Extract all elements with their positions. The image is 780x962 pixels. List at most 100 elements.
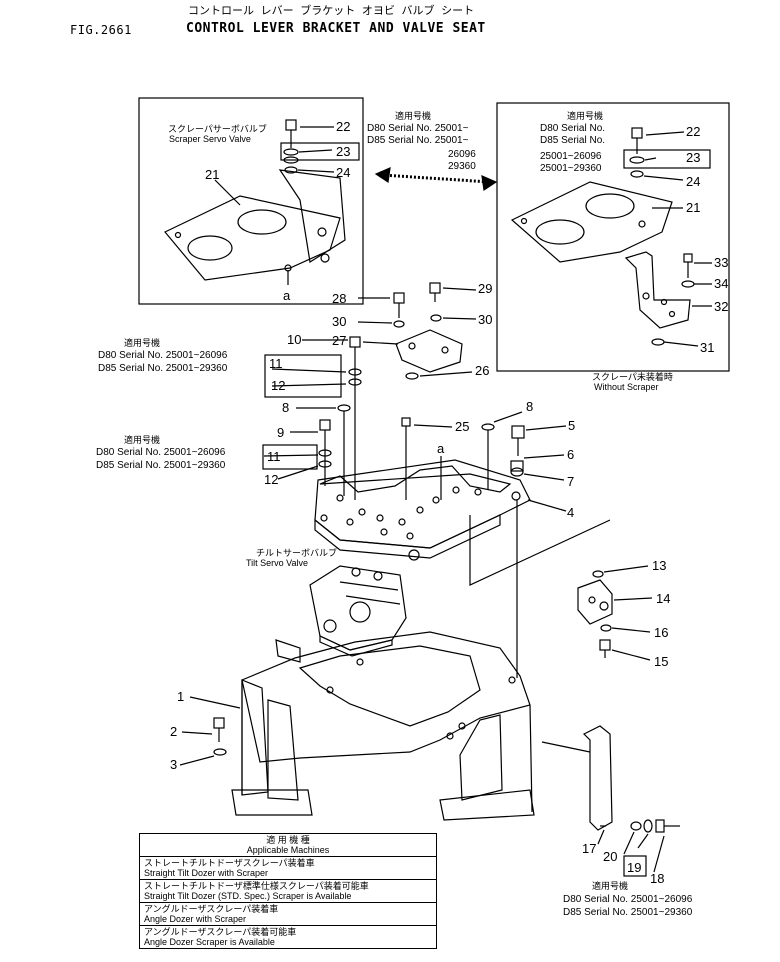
right-inset-caption-jp: スクレーパ未装着時 — [592, 372, 673, 382]
legend-row-en: Straight Tilt Dozer (STD. Spec.) Scraper… — [144, 891, 352, 901]
callout-19: 19 — [627, 860, 642, 875]
seat-plate-27 — [393, 282, 463, 380]
callout-29: 29 — [478, 281, 493, 296]
right-bracket-21 — [510, 181, 673, 263]
serial-block-3-d85: D85 Serial No. 25001~29360 — [563, 907, 693, 918]
left-inset-caption-jp: スクレーパサーボバルブ — [168, 124, 267, 134]
callout-17: 17 — [582, 841, 597, 856]
tilt-servo-valve — [309, 565, 407, 657]
callout-27: 27 — [332, 333, 347, 348]
right-serial-range-1: 25001~26096 — [540, 151, 602, 162]
callout-30-left: 30 — [332, 314, 347, 329]
callout-25: 25 — [455, 419, 470, 434]
valve-seat-plate-4 — [314, 459, 531, 561]
callout-3: 3 — [170, 757, 178, 772]
left-inset-caption-en: Scraper Servo Valve — [169, 134, 251, 144]
serial-block-1-jp: 適用号機 — [124, 338, 161, 348]
bracket-14 — [577, 570, 613, 658]
callout-24-right: 24 — [686, 174, 701, 189]
callout-23-right: 23 — [686, 150, 701, 165]
legend-row: ストレートチルトドーザスクレーパ装着車 Straight Tilt Dozer … — [140, 856, 436, 879]
center-serial-d80: D80 Serial No. 25001~ — [367, 123, 469, 134]
callout-22-left: 22 — [336, 119, 351, 134]
serial-block-2-jp: 適用号機 — [124, 435, 161, 445]
fastener-stacks — [318, 336, 525, 500]
legend-row-en: Angle Dozer with Scraper — [144, 914, 247, 924]
callout-8-right: 8 — [526, 399, 534, 414]
callout-33: 33 — [714, 255, 729, 270]
callout-31: 31 — [700, 340, 715, 355]
right-inset-frame — [496, 102, 730, 372]
legend-row-jp: アングルドーザスクレーパ装着車 — [144, 904, 279, 914]
callout-30-right: 30 — [478, 312, 493, 327]
callout-a-main: a — [437, 441, 445, 456]
left-bolt-stack — [283, 119, 299, 174]
legend-header-jp: 適 用 機 種 — [266, 835, 310, 845]
serial-block-1-d85: D85 Serial No. 25001~29360 — [98, 363, 228, 374]
callout-7: 7 — [567, 474, 575, 489]
callout-21-left: 21 — [205, 167, 220, 182]
center-serial-range-1: 26096 — [448, 149, 476, 160]
title-english: CONTROL LEVER BRACKET AND VALVE SEAT — [186, 21, 486, 36]
callout-13: 13 — [652, 558, 667, 573]
title-japanese: コントロール レバー ブラケット オヨビ バルブ シート — [188, 4, 475, 17]
legend-row-jp: アングルドーザスクレーパ装着可能車 — [144, 927, 297, 937]
callout-11-upper: 11 — [269, 356, 283, 371]
callout-28: 28 — [332, 291, 347, 306]
callout-21-right: 21 — [686, 200, 701, 215]
callout-10: 10 — [287, 332, 302, 347]
callout-26: 26 — [475, 363, 490, 378]
right-serial-d80: D80 Serial No. — [540, 123, 606, 134]
callout-16: 16 — [654, 625, 669, 640]
legend-row: アングルドーザスクレーパ装着可能車 Angle Dozer Scraper is… — [140, 925, 436, 948]
callout-9: 9 — [277, 425, 285, 440]
center-serial-jp: 適用号機 — [395, 111, 432, 121]
right-bracket-32 — [624, 251, 695, 346]
control-lever-bracket-1 — [231, 631, 535, 821]
callout-18: 18 — [650, 871, 665, 886]
center-serial-range-2: 29360 — [448, 161, 476, 172]
right-bolt-stack — [629, 127, 645, 178]
legend-row-en: Angle Dozer Scraper is Available — [144, 937, 275, 947]
callout-24-left: 24 — [336, 165, 351, 180]
double-arrow — [374, 167, 498, 192]
bracket-17 — [582, 725, 680, 833]
tilt-valve-en: Tilt Servo Valve — [246, 558, 309, 568]
callout-12-upper: 12 — [271, 378, 286, 393]
callout-6: 6 — [567, 447, 575, 462]
callout-2: 2 — [170, 724, 178, 739]
callout-22-right: 22 — [686, 124, 701, 139]
callout-12-lower: 12 — [264, 472, 279, 487]
right-serial-range-2: 25001~29360 — [540, 163, 602, 174]
legend-row: ストレートチルトドーザ標準仕様スクレーパ装着可能車 Straight Tilt … — [140, 879, 436, 902]
left-bracket-21 — [164, 169, 346, 281]
callout-15: 15 — [654, 654, 669, 669]
right-inset-caption-en: Without Scraper — [594, 382, 659, 392]
callout-32: 32 — [714, 299, 729, 314]
right-serial-jp: 適用号機 — [567, 111, 604, 121]
serial-block-2-d85: D85 Serial No. 25001~29360 — [96, 460, 226, 471]
callout-11-lower: 11 — [267, 449, 281, 464]
callout-a-left: a — [283, 288, 291, 303]
center-serial-d85: D85 Serial No. 25001~ — [367, 135, 469, 146]
figure-number: FIG.2661 — [70, 23, 132, 37]
callout-34: 34 — [714, 276, 729, 291]
callout-20: 20 — [603, 849, 618, 864]
callout-5: 5 — [568, 418, 576, 433]
serial-block-2-d80: D80 Serial No. 25001~26096 — [96, 447, 226, 458]
callout-23-left: 23 — [336, 144, 351, 159]
legend-row: アングルドーザスクレーパ装着車 Angle Dozer with Scraper — [140, 902, 436, 925]
callout-1: 1 — [177, 689, 185, 704]
serial-block-1-d80: D80 Serial No. 25001~26096 — [98, 350, 228, 361]
left-inset-frame — [138, 97, 364, 305]
legend-header: 適 用 機 種 Applicable Machines — [140, 834, 436, 856]
serial-block-3-jp: 適用号機 — [592, 881, 629, 891]
right-serial-d85: D85 Serial No. — [540, 135, 606, 146]
serial-block-3-d80: D80 Serial No. 25001~26096 — [563, 894, 693, 905]
legend-row-jp: ストレートチルトドーザ標準仕様スクレーパ装着可能車 — [144, 881, 369, 891]
applicable-machines-table: 適 用 機 種 Applicable Machines ストレートチルトドーザス… — [139, 833, 437, 949]
callout-4: 4 — [567, 505, 575, 520]
callout-8-left: 8 — [282, 400, 290, 415]
